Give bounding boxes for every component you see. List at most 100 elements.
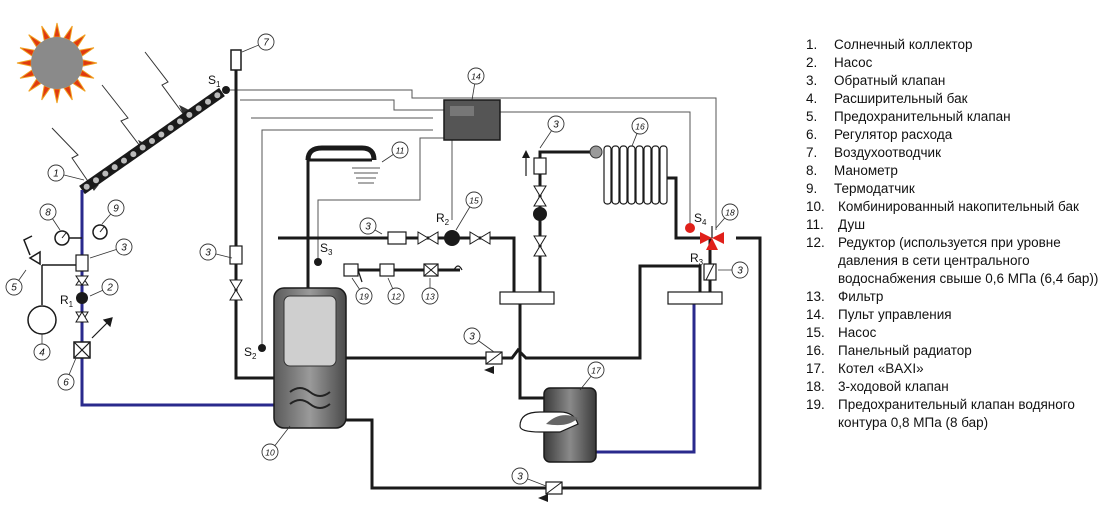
supply-devices bbox=[343, 263, 463, 283]
legend-number: 10. bbox=[806, 199, 825, 214]
callout-circle bbox=[465, 191, 483, 209]
legend-text: Обратный клапан bbox=[834, 73, 946, 88]
flow-regulator-icon bbox=[73, 341, 91, 359]
sun-ray bbox=[78, 47, 95, 57]
legend-number: 5. bbox=[806, 109, 818, 124]
legend-text: Воздухоотводчик bbox=[834, 145, 941, 160]
callout-number: 18 bbox=[725, 208, 735, 218]
callout-number: 3 bbox=[469, 332, 475, 343]
legend-number: 7. bbox=[806, 145, 818, 160]
check-valve-r3 bbox=[703, 263, 717, 281]
legend-item: 14.Пульт управления bbox=[806, 306, 1106, 324]
legend-text: Предохранительный клапан bbox=[834, 109, 1011, 124]
callout-number: 3 bbox=[205, 248, 211, 259]
boiler-baxi bbox=[519, 387, 597, 463]
svg-text:R3: R3 bbox=[690, 251, 704, 267]
collector-cell bbox=[83, 183, 90, 190]
legend-number: 17. bbox=[806, 361, 825, 376]
collector-cell bbox=[102, 170, 109, 177]
legend-number: 11. bbox=[806, 217, 824, 232]
sun-ray bbox=[78, 69, 95, 79]
svg-text:R1: R1 bbox=[60, 293, 74, 309]
radiator-fin bbox=[627, 145, 636, 205]
callout-number: 2 bbox=[106, 283, 113, 294]
solar-collector bbox=[79, 87, 225, 195]
sun-ray bbox=[53, 22, 61, 38]
callout-circle bbox=[587, 361, 605, 379]
check-valve-bottom bbox=[538, 481, 563, 502]
callout-circle bbox=[467, 67, 485, 85]
legend-item: 4.Расширительный бак bbox=[806, 90, 1106, 108]
legend-text: Насос bbox=[838, 325, 877, 340]
radiator-fin bbox=[619, 145, 628, 205]
legend-item: 7. Воздухоотводчик bbox=[806, 144, 1106, 162]
callout-circle bbox=[731, 261, 749, 279]
collector-cell bbox=[130, 151, 137, 158]
check-valve-riser bbox=[229, 245, 243, 301]
callout-number: 4 bbox=[39, 348, 45, 359]
legend-number: 9. bbox=[806, 181, 818, 196]
callout-circle bbox=[47, 164, 65, 182]
legend-text: Насос bbox=[834, 55, 873, 70]
callout-circle bbox=[261, 443, 279, 461]
legend-text: Редуктор (используется при уровне давлен… bbox=[838, 235, 1099, 286]
callout-circle bbox=[547, 115, 565, 133]
radiator-fin bbox=[635, 145, 644, 205]
legend-item: 1.Солнечный коллектор bbox=[806, 36, 1106, 54]
legend-text: Расширительный бак bbox=[834, 91, 968, 106]
collector-cell bbox=[186, 111, 193, 118]
legend-text: Регулятор расхода bbox=[834, 127, 953, 142]
sensor-s4 bbox=[685, 223, 695, 233]
legend-item: 16.Панельный радиатор bbox=[806, 342, 1106, 360]
collector-cell bbox=[177, 118, 183, 125]
callout-circle bbox=[631, 117, 649, 135]
sun-icon bbox=[16, 22, 98, 104]
sun-ray bbox=[63, 25, 73, 42]
legend-text: Котел «BAXI» bbox=[838, 361, 924, 376]
sun-ray bbox=[53, 88, 61, 104]
collector-cell bbox=[205, 98, 211, 105]
callout-circle bbox=[101, 278, 119, 296]
callout-number: 3 bbox=[517, 472, 523, 483]
sun-ray bbox=[19, 47, 36, 57]
legend-item: 19.Предохранительный клапан водяного кон… bbox=[806, 396, 1106, 432]
legend-number: 1. bbox=[806, 37, 818, 52]
arrow-left-branch bbox=[91, 317, 113, 339]
sensor-s2 bbox=[258, 344, 266, 352]
svg-text:S1: S1 bbox=[208, 73, 221, 89]
legend-item: 8.Манометр bbox=[806, 162, 1106, 180]
cold-pipes bbox=[80, 190, 696, 454]
check-valve-middle bbox=[484, 351, 503, 374]
radiator-fin bbox=[651, 145, 660, 205]
callout-number: 8 bbox=[45, 208, 51, 219]
legend-item: 10.Комбинированный накопительный бак bbox=[806, 198, 1106, 216]
callout-circle bbox=[463, 327, 481, 345]
collector-cell bbox=[93, 177, 99, 184]
sun-ray bbox=[19, 69, 36, 79]
legend-item: 9.Термодатчик bbox=[806, 180, 1106, 198]
svg-text:S3: S3 bbox=[320, 241, 333, 257]
legend-number: 12. bbox=[806, 235, 825, 250]
callout-number: 12 bbox=[391, 292, 401, 302]
legend-number: 19. bbox=[806, 397, 825, 412]
control-panel bbox=[443, 99, 501, 141]
callout-circle bbox=[511, 467, 529, 485]
sensor-labels: S1 S2 S3 S4 R1 R2 R3 bbox=[60, 73, 707, 361]
callout-circle bbox=[391, 141, 409, 159]
radiator-fin bbox=[659, 145, 668, 205]
legend-item: 11.Душ bbox=[806, 216, 1106, 234]
callout-circle bbox=[39, 203, 57, 221]
sun-ray bbox=[41, 25, 51, 42]
callout-number: 16 bbox=[635, 122, 645, 132]
callout-circle bbox=[5, 278, 23, 296]
callout-number: 6 bbox=[63, 378, 69, 389]
callout-number: 3 bbox=[737, 266, 743, 277]
collector-cell bbox=[158, 131, 165, 138]
legend-text: Манометр bbox=[834, 163, 898, 178]
sensor-s1 bbox=[222, 86, 230, 94]
legend-number: 13. bbox=[806, 289, 825, 304]
callout-circle bbox=[721, 203, 739, 221]
